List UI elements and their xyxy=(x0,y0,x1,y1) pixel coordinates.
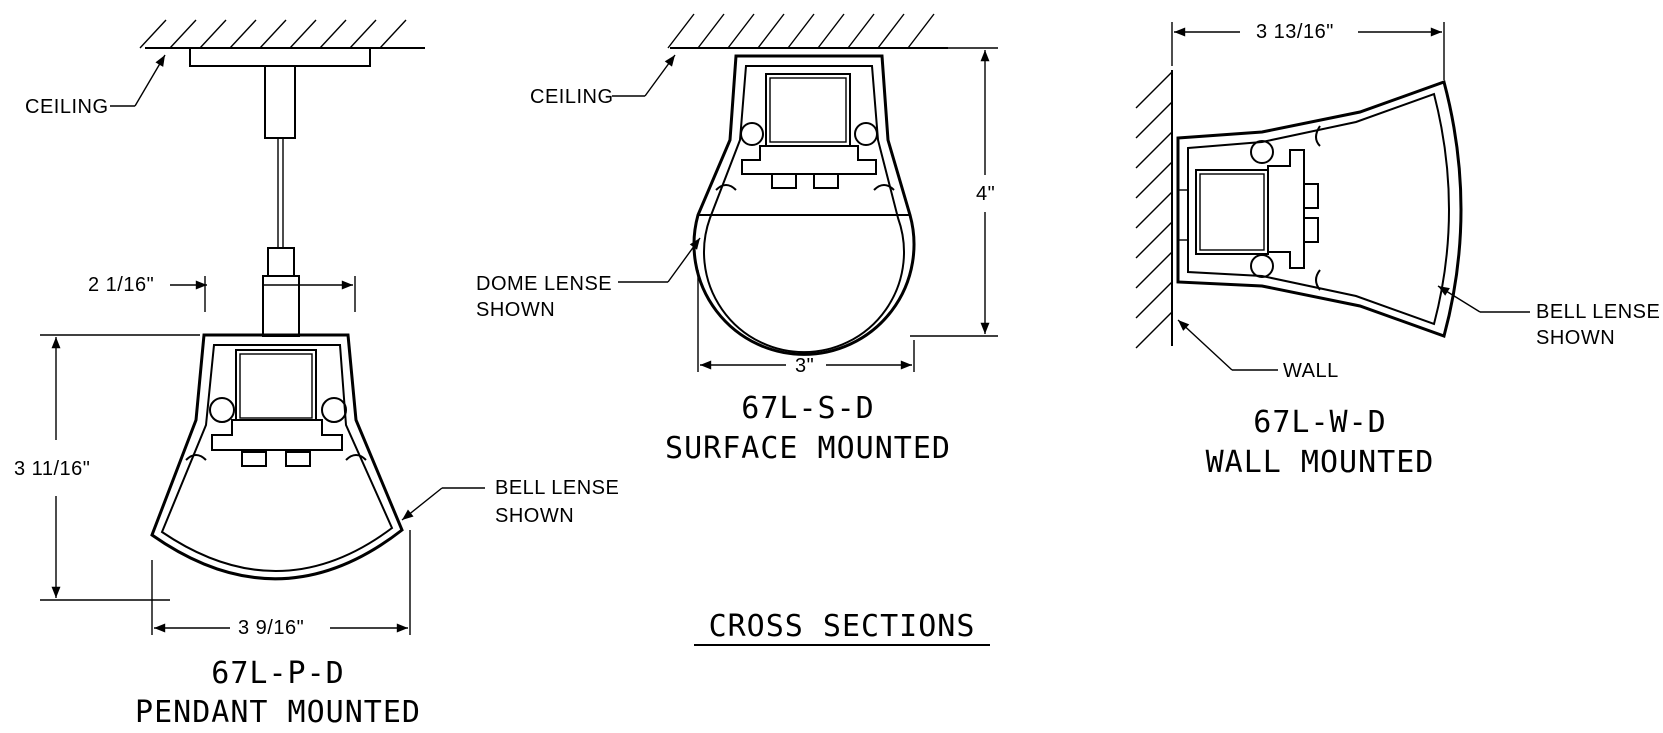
pendant-height-dimension: 3 11/16" xyxy=(14,458,90,480)
pendant-width-dimension: 3 9/16" xyxy=(238,617,304,639)
pendant-lens-label-2: SHOWN xyxy=(495,505,574,527)
wall-lens-label-1: BELL LENSE xyxy=(1536,301,1660,323)
wall-depth-dimension: 3 13/16" xyxy=(1256,21,1334,43)
pendant-ceiling-label: CEILING xyxy=(25,96,109,118)
wall-model: 67L-W-D xyxy=(1253,405,1386,440)
pendant-connector xyxy=(267,247,295,277)
pendant-mount: PENDANT MOUNTED xyxy=(135,695,421,730)
surface-ceiling-hatch xyxy=(667,13,948,49)
pendant-model: 67L-P-D xyxy=(211,656,344,691)
wall-label: WALL xyxy=(1283,360,1339,382)
pendant-view: CEILING BELL LENSE SHOWN 2 1/16" 3 11/16… xyxy=(14,19,619,730)
wall-lens-label-2: SHOWN xyxy=(1536,327,1615,349)
pendant-stem-dimension: 2 1/16" xyxy=(88,274,154,296)
surface-lens-label-1: DOME LENSE xyxy=(476,273,612,295)
surface-height-dimension: 4" xyxy=(976,183,995,205)
pendant-ceiling-hatch xyxy=(139,19,425,49)
surface-mount: SURFACE MOUNTED xyxy=(665,431,951,466)
pendant-stem xyxy=(264,65,296,139)
wall-mount: WALL MOUNTED xyxy=(1206,445,1435,480)
pendant-fixture-body xyxy=(150,333,404,581)
wall-fixture-body xyxy=(1176,80,1463,338)
surface-fixture-body xyxy=(692,54,916,356)
surface-view: CEILING DOME LENSE SHOWN 4" 3" 67L-S-D S… xyxy=(476,13,998,466)
sheet-title: CROSS SECTIONS xyxy=(709,609,976,644)
wall-view: 3 13/16" WALL BELL LENSE SHOWN 67L-W-D W… xyxy=(1135,21,1660,480)
surface-model: 67L-S-D xyxy=(741,391,874,426)
surface-lens-label-2: SHOWN xyxy=(476,299,555,321)
pendant-canopy xyxy=(189,47,371,67)
pendant-lens-label-1: BELL LENSE xyxy=(495,477,619,499)
wall-hatch xyxy=(1135,70,1173,349)
surface-ceiling-label: CEILING xyxy=(530,86,614,108)
surface-width-dimension: 3" xyxy=(795,355,814,377)
